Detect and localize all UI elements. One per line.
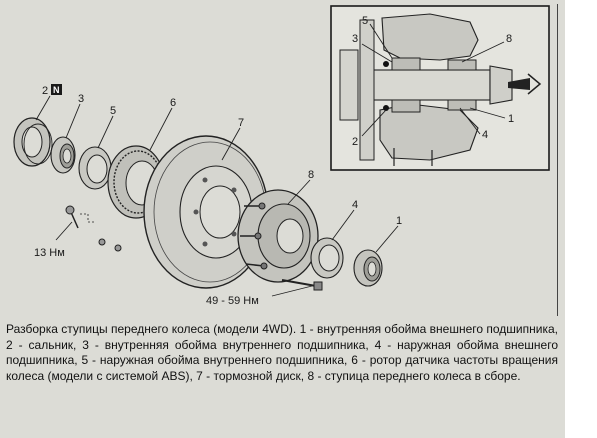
inset-label-2: 2 <box>352 136 358 148</box>
label-part-5: 5 <box>110 105 116 117</box>
part-inner-race-outer-bearing <box>353 249 383 287</box>
label-part-8: 8 <box>308 169 314 181</box>
part-hub-assembly <box>237 189 323 291</box>
part-seal <box>13 117 53 167</box>
inset-label-3: 3 <box>352 33 358 45</box>
torque-small: 13 Нм <box>34 247 65 259</box>
sensor-bolts <box>65 205 122 252</box>
label-part-1: 1 <box>396 215 402 227</box>
figure-caption: Разборка ступицы переднего колеса (модел… <box>6 322 558 383</box>
label-part-7: 7 <box>238 117 244 129</box>
inset-cross-section: 5 3 8 1 4 2 <box>330 5 550 171</box>
inset-label-4: 4 <box>482 129 488 141</box>
exploded-hub-diagram: 5 3 8 1 4 2 <box>13 5 550 307</box>
label-part-2-badge: N <box>53 85 60 95</box>
inset-label-1: 1 <box>508 113 514 125</box>
part-inner-race-inner-bearing <box>50 136 76 174</box>
part-outer-race-outer-bearing <box>310 237 344 279</box>
page-margin <box>565 0 597 438</box>
part-outer-race-inner-bearing <box>78 146 112 190</box>
leader-lines <box>35 95 399 297</box>
torque-large: 49 - 59 Нм <box>206 295 259 307</box>
part-brake-disc <box>143 135 269 289</box>
label-part-2: 2 <box>42 85 48 97</box>
inset-label-5: 5 <box>362 15 368 27</box>
inset-label-8: 8 <box>506 33 512 45</box>
label-part-6: 6 <box>170 97 176 109</box>
label-part-4: 4 <box>352 199 358 211</box>
label-part-3: 3 <box>78 93 84 105</box>
